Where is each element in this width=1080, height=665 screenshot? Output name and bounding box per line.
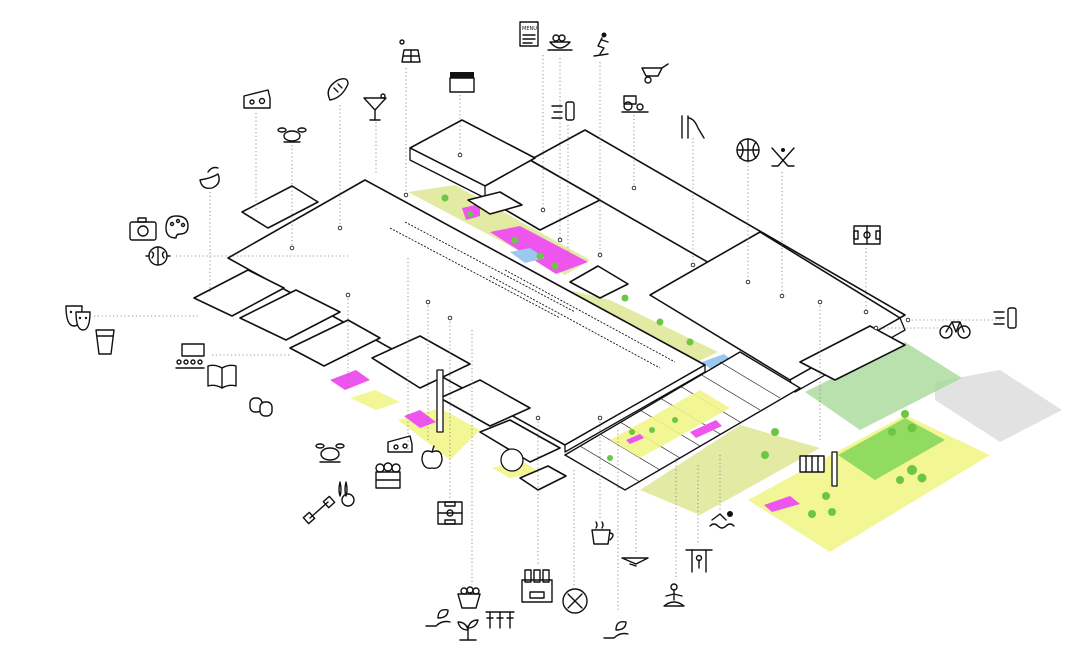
lower-left-block-4 — [371, 335, 471, 389]
drum-icon — [95, 329, 115, 355]
wheelbarrow-icon — [641, 63, 669, 84]
magenta-zone-left-1 — [330, 370, 370, 390]
cocktail-icon — [363, 93, 387, 121]
hockey-sticks-icon — [771, 147, 795, 167]
yoga-icon — [663, 583, 685, 607]
hand-plant-icon — [425, 608, 451, 627]
football-field-icon — [853, 225, 881, 245]
sprinkler-icon — [485, 611, 515, 629]
swimmer-icon — [709, 511, 735, 529]
spray-paint-icon — [551, 101, 575, 121]
menu-icon-label: MENU — [522, 26, 537, 32]
hang-glider-icon — [621, 557, 649, 567]
water-feature-mid — [702, 354, 734, 370]
cinema-clapper-icon — [449, 72, 475, 93]
drums-lower-icon — [315, 443, 345, 463]
menu-icon: MENU — [519, 21, 539, 47]
seedling-icon — [457, 619, 479, 641]
light-green-field-zone — [805, 342, 962, 430]
lower-left-block-5 — [439, 379, 531, 427]
lower-left-block-2 — [239, 289, 341, 341]
greenhouse-magenta-bed — [690, 420, 722, 438]
leader-dots — [289, 152, 911, 421]
lower-left-block-7 — [519, 465, 567, 491]
bicycle-icon — [939, 321, 971, 339]
soccer-field-icon — [437, 501, 463, 525]
dumbbell-icon — [302, 495, 336, 525]
lower-left-block-1 — [193, 269, 285, 317]
trees — [441, 194, 927, 518]
right-annex — [799, 325, 906, 381]
food-bowl-icon — [547, 34, 573, 51]
solar-panel-icon — [399, 39, 421, 63]
grass-pavilion — [467, 191, 523, 215]
cheese-icon — [243, 89, 271, 109]
left-block-roof — [241, 185, 319, 229]
cutlery-icon — [562, 588, 588, 614]
bread-icon — [327, 77, 349, 101]
harvest-basket-icon — [457, 586, 481, 609]
tractor-icon — [621, 95, 649, 113]
round-pavilion — [569, 265, 629, 299]
apple-icon — [421, 445, 443, 470]
yellow-park-zone-right — [748, 415, 990, 552]
round-tank — [500, 448, 524, 472]
bottle-crate-icon — [521, 569, 553, 603]
coffee-cup-icon — [591, 521, 614, 545]
slide-icon — [681, 115, 705, 139]
theatre-masks-icon — [65, 305, 91, 331]
volleyball-net — [799, 455, 825, 473]
spray-paint-right-icon — [993, 307, 1017, 329]
cheese-lower-icon — [387, 435, 413, 453]
grey-zone — [935, 370, 1062, 442]
greenhouse-planting — [610, 390, 730, 458]
brain-icon — [145, 246, 171, 266]
classroom-icon — [175, 343, 205, 369]
fruit-icon — [199, 166, 220, 190]
drums-icon — [277, 127, 307, 143]
pull-up-bar-icon — [685, 549, 713, 573]
water-feature-top — [510, 248, 545, 263]
field-post — [831, 451, 838, 487]
leader-lines — [94, 55, 1002, 610]
greenhouse-magenta-bed-2 — [626, 434, 644, 444]
produce-crate-icon — [375, 462, 401, 489]
yellow-zone-left-1 — [350, 390, 400, 410]
green-lawn-zone — [838, 418, 945, 480]
hand-plant-lower-icon — [603, 620, 629, 639]
buildings — [193, 119, 906, 491]
camera-icon — [129, 217, 157, 241]
boxing-gloves-icon — [249, 397, 273, 417]
chimney — [436, 369, 444, 433]
book-icon — [207, 364, 237, 389]
lower-left-block-3 — [289, 319, 381, 367]
skateboard-icon — [593, 32, 609, 57]
magenta-zone-left-2 — [404, 410, 436, 428]
bowling-icon — [338, 481, 355, 507]
basketball-icon — [736, 138, 760, 162]
olive-zone-center — [640, 425, 820, 515]
palette-icon — [165, 215, 189, 239]
magenta-zone-right — [764, 496, 800, 512]
